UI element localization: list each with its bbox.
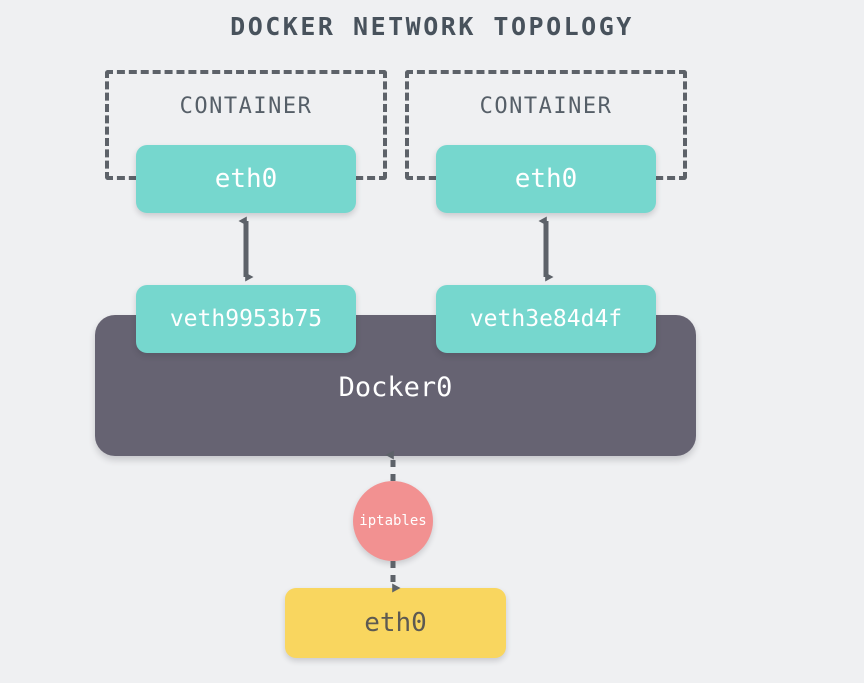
- host-eth0-label: eth0: [364, 608, 427, 638]
- container-eth0-left-label: eth0: [214, 164, 278, 194]
- iptables-label: iptables: [359, 513, 427, 529]
- host-eth0[interactable]: eth0: [285, 588, 506, 658]
- veth-left[interactable]: veth9953b75: [136, 285, 356, 353]
- container-eth0-right-label: eth0: [514, 164, 578, 194]
- docker0-bridge-label: Docker0: [338, 372, 453, 403]
- veth-right-label: veth3e84d4f: [469, 306, 623, 332]
- container-eth0-right[interactable]: eth0: [436, 145, 656, 213]
- veth-right[interactable]: veth3e84d4f: [436, 285, 656, 353]
- iptables-node[interactable]: iptables: [353, 481, 433, 561]
- container-label-right: CONTAINER: [479, 94, 613, 119]
- page-title: DOCKER NETWORK TOPOLOGY: [230, 12, 634, 41]
- container-eth0-left[interactable]: eth0: [136, 145, 356, 213]
- container-label-left: CONTAINER: [179, 94, 313, 119]
- veth-left-label: veth9953b75: [169, 306, 323, 332]
